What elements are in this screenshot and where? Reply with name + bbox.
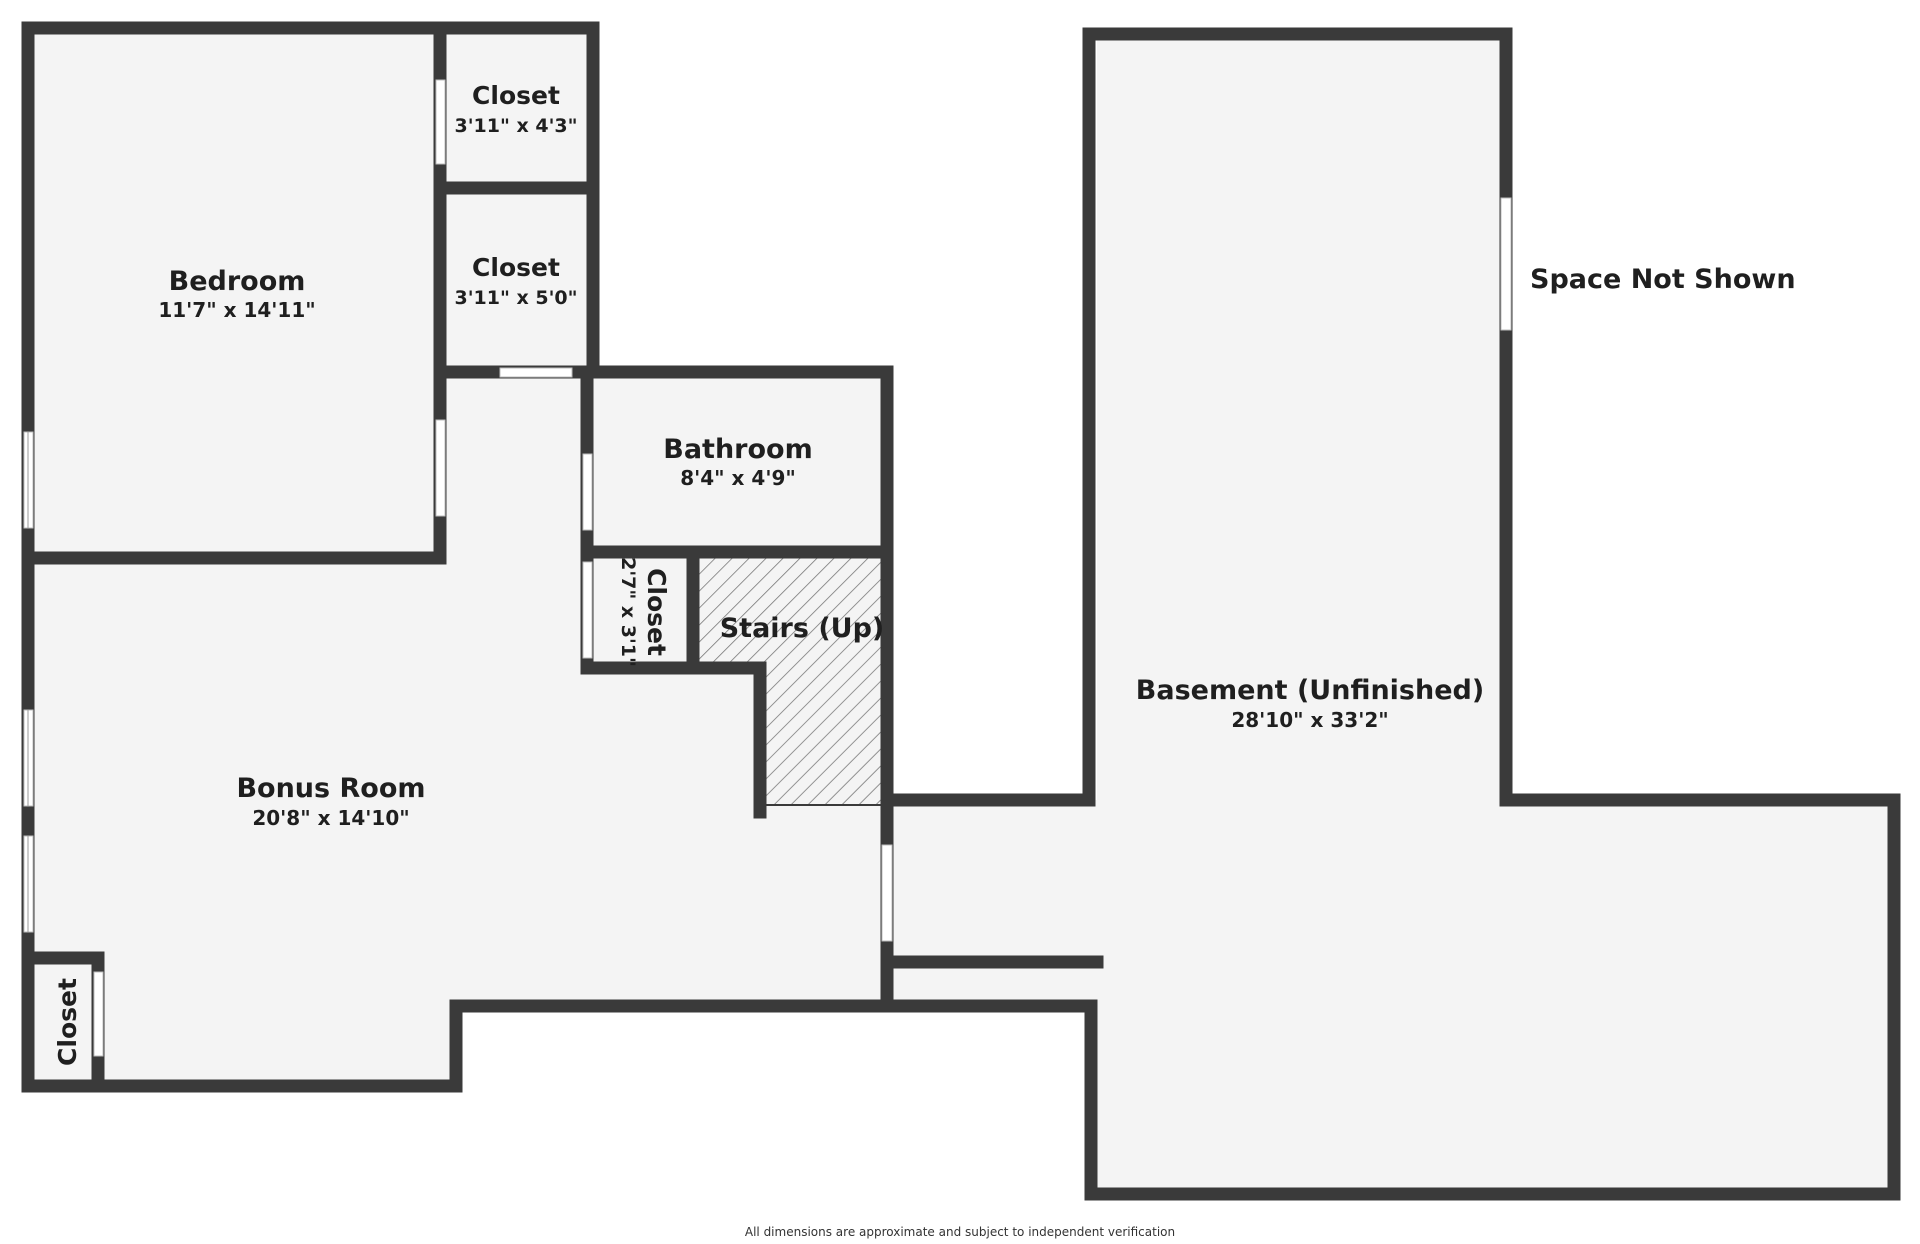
closet-mid-floor [440, 188, 587, 372]
closet-mid-door [499, 367, 573, 378]
bedroom-name: Bedroom [169, 266, 306, 297]
closet-top-door [435, 79, 446, 165]
bedroom-dims: 11'7" x 14'11" [158, 298, 315, 322]
bathroom-door [582, 453, 593, 531]
closet-top-dims: 3'11" x 4'3" [454, 115, 577, 137]
bonus-room-dims: 20'8" x 14'10" [252, 806, 409, 830]
closet-small-floor [587, 552, 687, 668]
outer-wall-left [21, 21, 1901, 1201]
floors [34, 34, 1888, 1188]
labels: Bedroom 11'7" x 14'11" Closet 3'11" x 4'… [53, 81, 1796, 1066]
bonus-room-floor [34, 372, 887, 1080]
bathroom-name: Bathroom [663, 434, 812, 465]
closet-mid-name: Closet [472, 253, 560, 282]
closet-small-dims: 2'7" x 3'1" [617, 557, 639, 667]
bathroom-dims: 8'4" x 4'9" [680, 466, 796, 490]
basement-floor [887, 40, 1888, 1188]
bedroom-floor [34, 34, 440, 558]
corner-closet-door [93, 971, 104, 1057]
basement-opening [1500, 197, 1512, 331]
closet-small-name: Closet [642, 568, 671, 656]
closet-top-floor [440, 34, 587, 188]
closet-small-door [582, 561, 593, 659]
space-not-shown-label: Space Not Shown [1530, 264, 1796, 295]
closet-top-name: Closet [472, 81, 560, 110]
stairs-floor [693, 552, 887, 805]
basement-dims: 28'10" x 33'2" [1231, 708, 1388, 732]
bonus-room-opening [881, 844, 893, 942]
bonus-room-name: Bonus Room [236, 773, 425, 804]
stairs-label: Stairs (Up) [720, 613, 885, 644]
bathroom-floor [587, 378, 887, 546]
closet-mid-dims: 3'11" x 5'0" [454, 287, 577, 309]
closet-corner-name: Closet [53, 978, 82, 1066]
openings [23, 79, 1512, 1057]
bedroom-door [435, 419, 446, 517]
footer-note: All dimensions are approximate and subje… [744, 1225, 1176, 1239]
basement-name: Basement (Unfinished) [1136, 675, 1484, 706]
